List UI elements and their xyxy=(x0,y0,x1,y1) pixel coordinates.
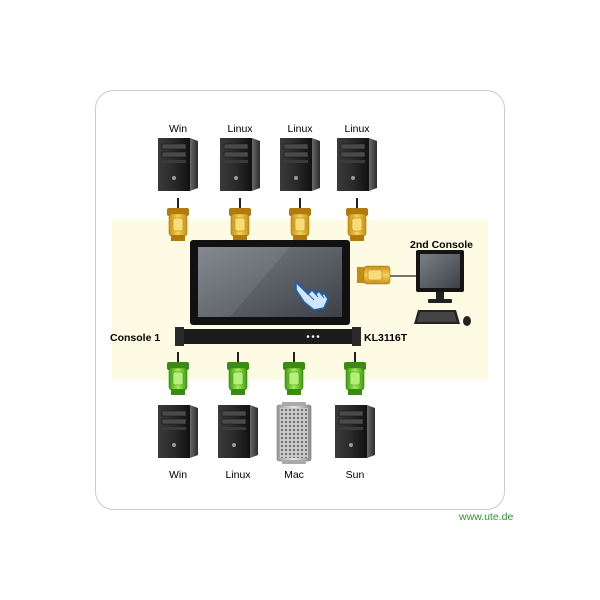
tower-pc-icon xyxy=(335,405,375,458)
computer-label: Linux xyxy=(225,469,251,481)
vga-adapter-icon xyxy=(289,198,311,241)
model-label: KL3116T xyxy=(364,332,408,344)
bottom-computer: Sun xyxy=(335,405,375,481)
rack-led xyxy=(316,335,320,338)
monitor-icon xyxy=(416,250,464,303)
computer-label: Mac xyxy=(284,469,304,481)
rack-right-ear xyxy=(352,327,361,346)
computer-label: Sun xyxy=(346,469,365,481)
kvm-rack-unit xyxy=(178,329,358,344)
top-computer-row: Win Linux Linux Linux xyxy=(158,123,377,191)
second-console-label: 2nd Console xyxy=(410,239,473,251)
hand-cursor-icon xyxy=(295,281,329,311)
bottom-adapter-row xyxy=(167,352,366,395)
mac-pro-icon xyxy=(276,402,312,464)
top-computer: Linux xyxy=(337,123,377,191)
console-1-label: Console 1 xyxy=(110,332,160,344)
rack-left-ear xyxy=(175,327,184,346)
usb-adapter-icon xyxy=(167,352,189,395)
second-console-adapter xyxy=(357,265,391,285)
kvm-switch xyxy=(175,240,361,346)
bottom-computer: Linux xyxy=(218,405,258,481)
bottom-computer: Win xyxy=(158,405,198,481)
vga-adapter-icon xyxy=(167,198,189,241)
top-computer: Linux xyxy=(220,123,260,191)
computer-label: Linux xyxy=(287,123,313,135)
usb-adapter-icon xyxy=(344,352,366,395)
rack-led xyxy=(306,335,310,338)
keyboard-icon xyxy=(414,310,460,324)
tower-pc-icon xyxy=(158,405,198,458)
computer-label: Win xyxy=(169,123,187,135)
top-computer: Win xyxy=(158,123,198,191)
bottom-computer: Mac xyxy=(276,402,312,481)
tower-pc-icon xyxy=(218,405,258,458)
vga-adapter-icon xyxy=(346,198,368,241)
tower-pc-icon xyxy=(337,138,377,191)
vga-adapter-icon xyxy=(229,198,251,241)
top-computer: Linux xyxy=(280,123,320,191)
bottom-computer-row: Win Linux Mac Sun xyxy=(158,402,375,481)
rack-led xyxy=(311,335,315,338)
computer-label: Linux xyxy=(344,123,370,135)
top-adapter-row xyxy=(167,198,368,241)
usb-adapter-icon xyxy=(227,352,249,395)
tower-pc-icon xyxy=(280,138,320,191)
screen-glare xyxy=(198,247,290,317)
mouse-icon xyxy=(463,316,471,326)
second-console xyxy=(357,250,471,326)
tower-pc-icon xyxy=(220,138,260,191)
tower-pc-icon xyxy=(158,138,198,191)
usb-adapter-icon xyxy=(283,352,305,395)
computer-label: Win xyxy=(169,469,187,481)
computer-label: Linux xyxy=(227,123,253,135)
watermark: www.ute.de xyxy=(458,511,513,523)
